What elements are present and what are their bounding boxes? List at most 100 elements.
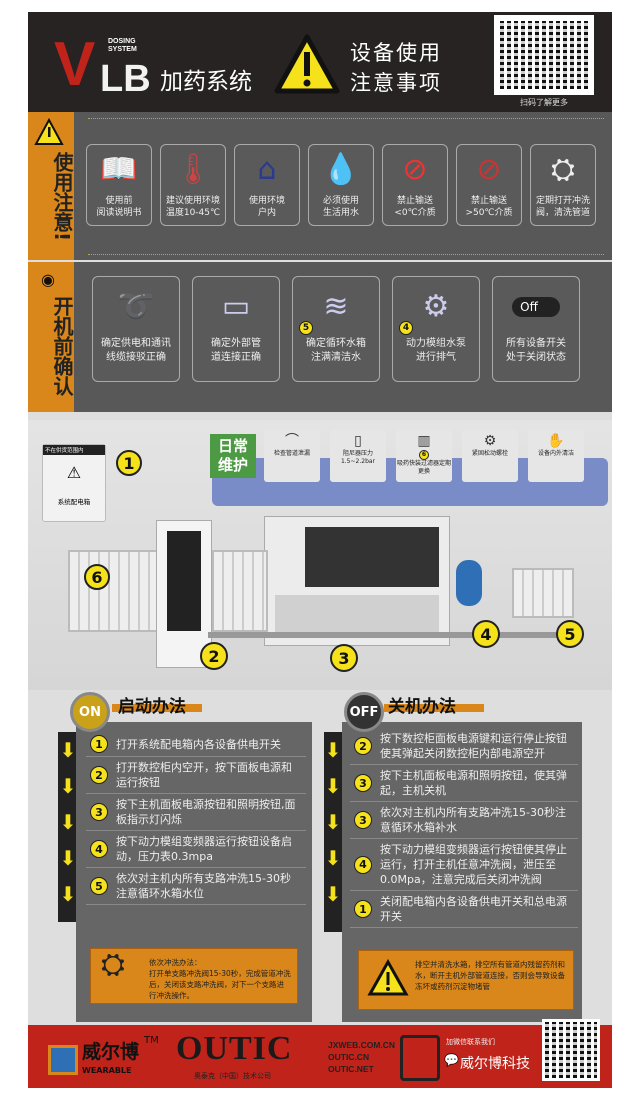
footer: 威尔博 TM WEARABLE OUTIC 奥泰克（中国）技术公司 JXWEB.… — [28, 1019, 612, 1088]
step-number: 2 — [90, 766, 108, 784]
step-item: 3 按下主机面板电源按钮和照明按钮,面板指示灯闪烁 — [86, 794, 306, 831]
footer-qr-code[interactable] — [542, 1019, 600, 1081]
shutdown-panel: 2 按下数控柜面板电源键和运行停止按钮使其弹起关闭数控柜内部电源空开 3 按下主机面板… — [342, 722, 582, 1022]
step-number: 1 — [354, 900, 372, 918]
warning-icon — [274, 34, 340, 94]
step-number: 3 — [90, 803, 108, 821]
no-heat-icon: ⊘ — [476, 152, 502, 187]
usage-card: 📖使用前阅读说明书 — [86, 144, 152, 226]
label-4: 4 — [472, 620, 500, 648]
chemical-tank — [212, 550, 268, 632]
qr-caption: 扫码了解更多 — [520, 98, 568, 107]
precheck-card: ▭确定外部管道连接正确 — [192, 276, 280, 382]
maintenance-card: ✋设备内外清洁 — [528, 430, 584, 482]
chemical-tank — [68, 550, 160, 632]
step-text: 按下数控柜面板电源键和运行停止按钮使其弹起关闭数控柜内部电源空开 — [380, 732, 567, 760]
step-item: 2 按下数控柜面板电源键和运行停止按钮使其弹起关闭数控柜内部电源空开 — [350, 728, 578, 765]
flush-valve-icon: ⛭ — [101, 947, 125, 982]
step-text: 依次对主机内所有支路冲洗15-30秒注意循环水箱水位 — [116, 872, 291, 900]
brand-en: WEARABLE — [82, 1066, 132, 1075]
maintenance-title: 日常维护 — [210, 434, 256, 478]
step-number: 4 — [354, 855, 372, 874]
maintenance-card: ⌒检查管道泄漏 — [264, 430, 320, 482]
logo-v: V — [54, 30, 96, 99]
warning-icon — [34, 118, 64, 145]
water-drop-icon: 💧 — [322, 152, 360, 187]
high-voltage-icon: ⚠ — [66, 463, 82, 482]
main-dosing-unit — [264, 516, 450, 646]
wechat-name: 威尔博科技 — [460, 1056, 530, 1072]
step-number: 2 — [354, 737, 372, 755]
step-text: 关闭配电箱内各设备供电开关和总电源开关 — [380, 895, 567, 923]
system-name: 加药系统 — [160, 69, 252, 95]
label-5: 5 — [556, 620, 584, 648]
off-badge: OFF — [344, 692, 384, 732]
step-text: 按下动力模组变频器运行按钮使其停止运行，打开主机任意冲洗阀，泄压至0.0Mpa，… — [380, 843, 567, 886]
usage-card: ⊘禁止输送>50℃介质 — [456, 144, 522, 226]
label-2: 2 — [200, 642, 228, 670]
startup-title: 启动办法 — [118, 697, 186, 717]
pressure-vessel — [456, 560, 482, 606]
water-tank — [512, 568, 574, 618]
step-number: 1 — [90, 735, 108, 753]
step-item: 3 按下主机面板电源和照明按钮，使其弹起，主机关机 — [350, 765, 578, 802]
pipe-icon: ▭ — [221, 289, 251, 324]
control-cabinet — [156, 520, 212, 668]
filter-icon: ▥ — [417, 433, 431, 449]
thermometer-icon: 🌡 — [173, 152, 213, 187]
off-switch-icon: Off — [493, 277, 579, 337]
damper-icon: ▯ — [354, 433, 362, 449]
page-title: 设备使用注意事项 — [350, 41, 442, 95]
usage-card: ⛭定期打开冲洗阀，清洗管道 — [530, 144, 596, 226]
distribution-box: 不在供货范围内 ⚠ 系统配电箱 — [42, 444, 106, 522]
label-1: 1 — [116, 450, 142, 476]
flush-valve-icon: ⛭ — [551, 152, 575, 187]
water-tank-icon: ≋5 — [293, 277, 379, 337]
step-item: 1 关闭配电箱内各设备供电开关和总电源开关 — [350, 891, 578, 928]
logo-lb: LB — [100, 58, 151, 100]
step-number: 4 — [90, 840, 108, 858]
label-3: 3 — [330, 644, 358, 672]
badge: 5 — [299, 321, 313, 335]
label-6: 6 — [84, 564, 110, 590]
step-text: 按下动力模组变频器运行按钮设备启动，压力表0.3mpa — [116, 835, 292, 863]
reading-person-icon: 📖 — [100, 152, 138, 187]
qr-code[interactable] — [494, 15, 594, 95]
usage-card: ⊘禁止输送<0℃介质 — [382, 144, 448, 226]
pump-icon: ⚙4 — [393, 277, 479, 337]
step-item: 4 按下动力模组变频器运行按钮使其停止运行，打开主机任意冲洗阀，泄压至0.0Mpa… — [350, 839, 578, 891]
step-text: 依次对主机内所有支路冲洗15-30秒注意循环水箱补水 — [380, 806, 566, 834]
off-switch: Off — [512, 297, 560, 317]
usage-card: 💧必须使用生活用水 — [308, 144, 374, 226]
shutdown-title: 关机办法 — [388, 697, 456, 717]
usage-section: 使用注意! 📖使用前阅读说明书🌡建议使用环境温度10-45℃⌂使用环境户内💧必须… — [28, 112, 612, 260]
step-number: 5 — [90, 877, 108, 895]
badge: 4 — [399, 321, 413, 335]
cleaning-icon: ✋ — [547, 433, 565, 449]
maintenance-card: ⚙紧固松动螺栓 — [462, 430, 518, 482]
step-text: 按下主机面板电源和照明按钮，使其弹起，主机关机 — [380, 769, 567, 797]
flush-note: ⛭ 依次冲洗办法：打开单支路冲洗阀15-30秒，完成管道冲洗后，关闭该支路冲洗阀… — [90, 948, 298, 1004]
leaking-pipe-icon: ⌒ — [285, 433, 299, 449]
step-text: 按下主机面板电源按钮和照明按钮,面板指示灯闪烁 — [116, 798, 296, 826]
usage-card: ⌂使用环境户内 — [234, 144, 300, 226]
on-badge: ON — [70, 692, 110, 732]
step-number: 3 — [354, 774, 372, 792]
wechat-prompt: 加微信联系我们 — [446, 1038, 495, 1046]
usage-label: 使用注意! — [50, 152, 74, 242]
step-text: 打开数控柜内空开，按下面板电源和运行按钮 — [116, 761, 292, 789]
